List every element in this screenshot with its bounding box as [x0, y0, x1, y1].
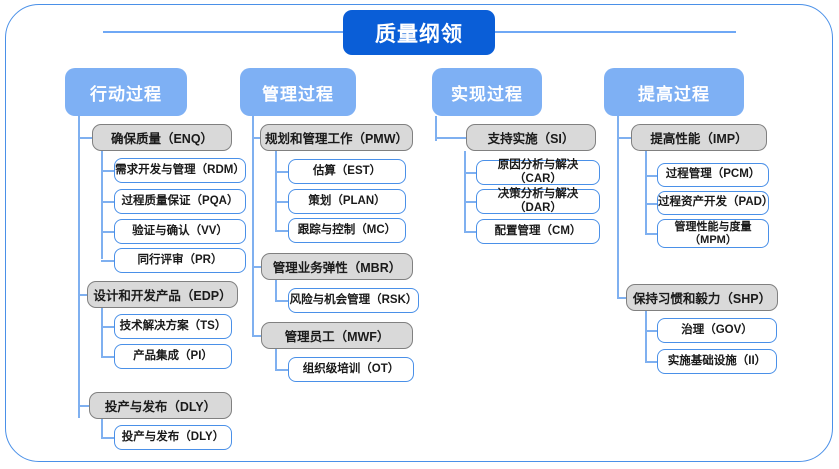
connector-pi: [101, 356, 114, 358]
root-title-node: 质量纲领: [343, 10, 495, 55]
connector-enq: [78, 137, 92, 139]
leaf-dly[interactable]: 投产与发布（DLY）: [114, 425, 232, 450]
column-3-si-subspine: [464, 151, 466, 231]
connector-gov: [645, 330, 657, 332]
leaf-cm[interactable]: 配置管理（CM）: [476, 219, 600, 244]
column-1-header-drop: [78, 116, 80, 117]
leaf-gov[interactable]: 治理（GOV）: [657, 318, 777, 343]
connector-mwf: [252, 335, 261, 337]
column-2-mwf-subspine: [275, 349, 277, 369]
column-header-improvement[interactable]: 提高过程: [604, 68, 744, 116]
column-1-spine: [78, 116, 80, 418]
connector-ot: [275, 369, 288, 371]
connector-ts: [101, 326, 114, 328]
connector-edp: [78, 294, 87, 296]
column-header-action[interactable]: 行动过程: [65, 68, 187, 116]
leaf-rsk[interactable]: 风险与机会管理（RSK）: [288, 288, 419, 313]
leaf-rdm[interactable]: 需求开发与管理（RDM）: [114, 158, 246, 183]
column-1-edp-subspine: [101, 308, 103, 356]
group-shp[interactable]: 保持习惯和毅力（SHP）: [626, 284, 778, 311]
connector-ii: [645, 361, 657, 363]
column-2-spine: [252, 116, 254, 336]
connector-plan: [275, 201, 288, 203]
leaf-pad[interactable]: 过程资产开发（PAD）: [657, 191, 773, 215]
group-mbr[interactable]: 管理业务弹性（MBR）: [261, 253, 413, 280]
leaf-vv[interactable]: 验证与确认（VV）: [114, 219, 246, 244]
leaf-car[interactable]: 原因分析与解决（CAR）: [476, 159, 600, 185]
connector-car: [464, 172, 476, 174]
connector-mbr: [252, 266, 261, 268]
connector-mpm: [645, 233, 657, 235]
connector-pad: [645, 203, 657, 205]
leaf-ot[interactable]: 组织级培训（OT）: [288, 357, 414, 382]
column-2-mbr-subspine: [275, 280, 277, 300]
group-enq[interactable]: 确保质量（ENQ）: [92, 124, 232, 151]
column-3-spine: [435, 116, 437, 141]
connector-dar: [464, 201, 476, 203]
column-1-enq-subspine: [101, 151, 103, 259]
connector-est: [275, 171, 288, 173]
connector-rsk: [275, 300, 288, 302]
group-edp[interactable]: 设计和开发产品（EDP）: [87, 281, 238, 308]
leaf-mpm[interactable]: 管理性能与度量 （MPM）: [657, 219, 769, 248]
connector-pcm: [645, 175, 657, 177]
connector-mc: [275, 230, 288, 232]
connector-pr: [101, 260, 114, 262]
leaf-ii[interactable]: 实施基础设施（II）: [657, 349, 777, 374]
group-dly[interactable]: 投产与发布（DLY）: [89, 392, 232, 419]
leaf-plan[interactable]: 策划（PLAN）: [288, 189, 406, 214]
group-imp[interactable]: 提高性能（IMP）: [631, 124, 767, 151]
group-mwf[interactable]: 管理员工（MWF）: [261, 322, 413, 349]
connector-shp: [617, 297, 626, 299]
column-4-imp-subspine: [645, 151, 647, 233]
leaf-pr[interactable]: 同行评审（PR）: [114, 248, 246, 273]
connector-pmw: [252, 137, 260, 139]
leaf-pi[interactable]: 产品集成（PI）: [114, 344, 232, 369]
connector-rdm: [101, 170, 114, 172]
leaf-est[interactable]: 估算（EST）: [288, 159, 406, 184]
connector-si: [435, 137, 466, 139]
column-4-shp-subspine: [645, 311, 647, 361]
column-header-management[interactable]: 管理过程: [240, 68, 356, 116]
group-pmw[interactable]: 规划和管理工作（PMW）: [260, 124, 413, 151]
leaf-pcm[interactable]: 过程管理（PCM）: [657, 163, 769, 187]
leaf-ts[interactable]: 技术解决方案（TS）: [114, 314, 232, 339]
group-si[interactable]: 支持实施（SI）: [466, 124, 596, 151]
column-4-spine: [617, 116, 619, 298]
connector-vv: [101, 231, 114, 233]
column-header-implementation[interactable]: 实现过程: [432, 68, 542, 116]
connector-imp: [617, 137, 631, 139]
column-2-pmw-subspine: [275, 151, 277, 230]
connector-dly-leaf: [101, 437, 114, 439]
leaf-pqa[interactable]: 过程质量保证（PQA）: [114, 189, 246, 214]
connector-cm: [464, 231, 476, 233]
connector-pqa: [101, 201, 114, 203]
leaf-mc[interactable]: 跟踪与控制（MC）: [288, 218, 406, 243]
column-1-dly-subspine: [101, 419, 103, 437]
leaf-dar[interactable]: 决策分析与解决（DAR）: [476, 188, 600, 214]
connector-dly-group: [78, 405, 89, 407]
